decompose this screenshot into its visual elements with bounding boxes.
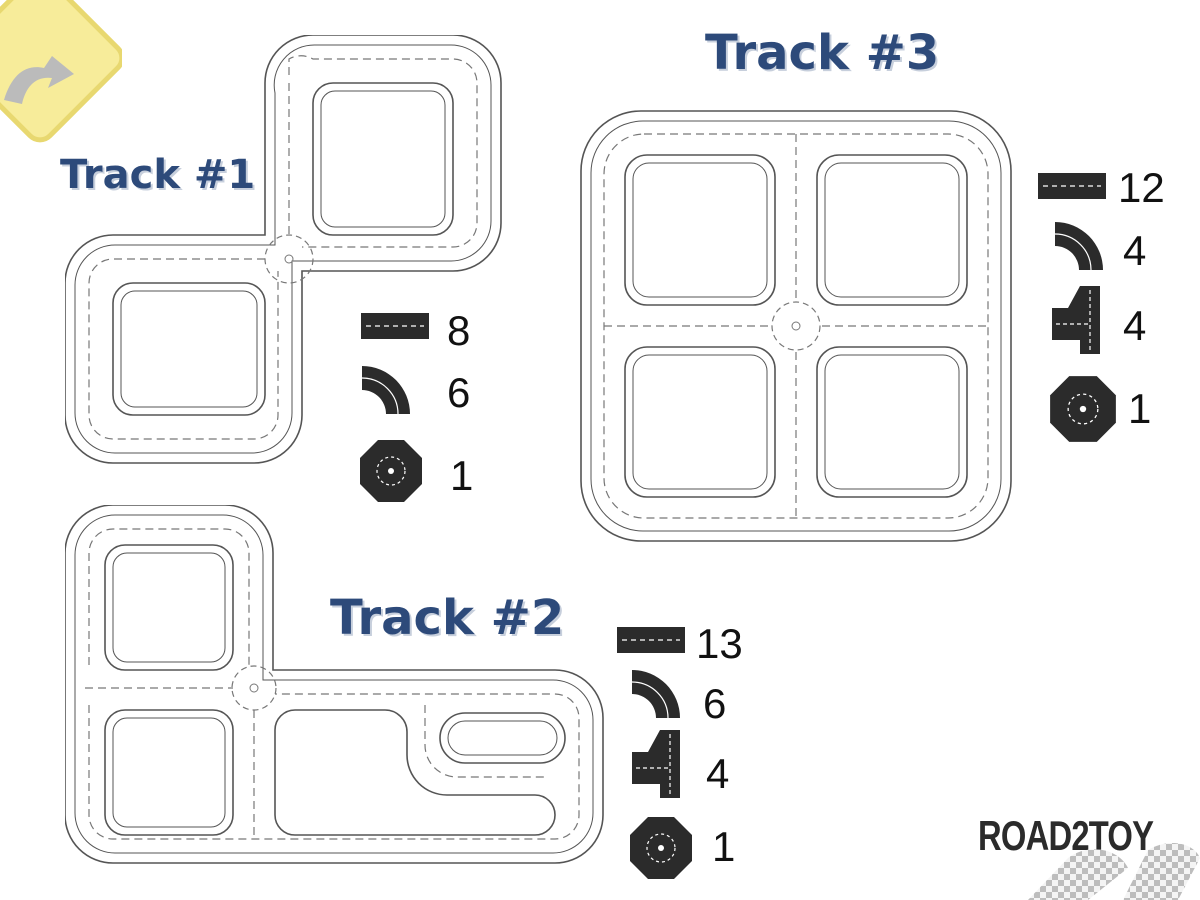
track-3-straight-count: 12 — [1118, 164, 1165, 211]
track-2-straight-count: 13 — [696, 620, 743, 667]
track-2-layout — [65, 505, 604, 864]
track-2-curve-count: 6 — [703, 680, 727, 727]
track-1-layout — [65, 35, 502, 464]
straight-piece-icon — [1038, 173, 1106, 199]
track-3-curve-count: 4 — [1123, 227, 1147, 274]
track-3-title: Track #3 — [705, 25, 940, 81]
checkered-flags-icon — [1028, 843, 1200, 900]
logo-text: ROAD2TOY — [978, 812, 1154, 859]
road-sign-icon — [0, 0, 122, 143]
track-1-curve-count: 6 — [447, 369, 471, 416]
t-junction-piece-icon — [632, 730, 680, 798]
track-1-straight-count: 8 — [447, 307, 471, 354]
track-3-layout — [580, 110, 1012, 542]
t-junction-piece-icon — [1052, 286, 1100, 354]
curve-piece-icon — [1054, 222, 1103, 271]
track-1-title: Track #1 — [60, 152, 256, 198]
curve-piece-icon — [631, 670, 680, 719]
straight-piece-icon — [617, 627, 685, 653]
track-2-cross-count: 1 — [712, 823, 736, 870]
track-3-cross-count: 1 — [1128, 385, 1152, 432]
cross-piece-icon — [360, 440, 422, 502]
cross-piece-icon — [630, 817, 692, 879]
straight-piece-icon — [361, 313, 429, 339]
track-3-tjunction-count: 4 — [1123, 302, 1147, 349]
road2toy-logo: ROAD2TOY — [978, 808, 1200, 900]
curve-piece-icon — [361, 366, 410, 415]
track-1-cross-count: 1 — [450, 452, 474, 499]
track-2-tjunction-count: 4 — [706, 750, 730, 797]
track-2-title: Track #2 — [330, 590, 565, 646]
cross-piece-icon — [1050, 376, 1116, 442]
